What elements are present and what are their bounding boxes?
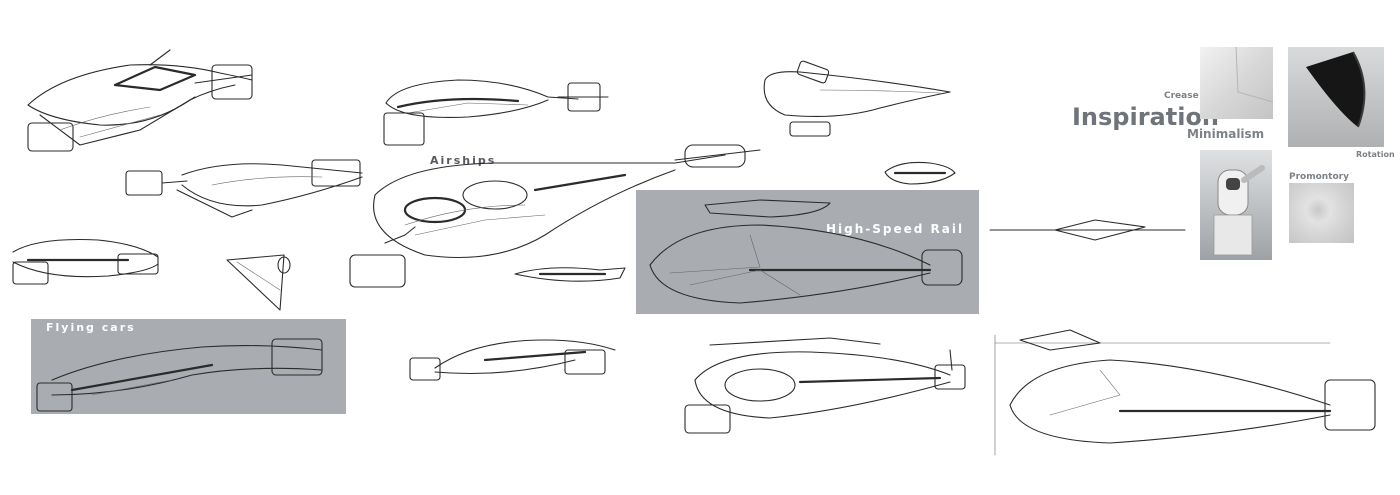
vehicle-sketch-top-left	[27, 49, 253, 152]
vehicle-sketch-bottom-right	[994, 329, 1376, 456]
vehicle-sketch-high-speed-rail	[649, 199, 963, 304]
vehicle-sketch-left-third-row	[12, 238, 159, 285]
vehicle-sketch-left-second-row	[125, 159, 363, 218]
vehicle-sketch-fin	[226, 254, 291, 311]
vehicle-sketch-needle	[989, 219, 1186, 241]
high-speed-rail-panel	[636, 190, 979, 314]
vehicle-sketch-top-middle	[383, 79, 609, 146]
vehicle-sketch-top-right	[763, 60, 951, 137]
inspiration-word-rotation: Rotation	[1356, 150, 1395, 159]
hollow-object-image	[1200, 150, 1272, 260]
vehicle-sketch-bottom-center	[684, 337, 966, 434]
vehicle-sketch-central-airship	[349, 144, 761, 288]
vehicle-sketch-flying-car	[36, 338, 323, 412]
inspiration-word-crease: Crease	[1164, 91, 1199, 101]
inspiration-title: Inspiration	[1072, 103, 1220, 131]
high-speed-rail-label: High-Speed Rail	[826, 222, 965, 236]
crease-image	[1200, 47, 1273, 119]
inspiration-word-promontory: Promontory	[1289, 172, 1349, 182]
flying-cars-label: Flying cars	[46, 321, 136, 334]
vehicle-sketch-small-pod	[884, 161, 956, 185]
promontory-image	[1289, 183, 1354, 243]
vehicle-sketch-small-jet	[514, 267, 626, 282]
vehicle-sketch-bottom-middle	[409, 339, 616, 381]
rotation-image	[1288, 47, 1384, 147]
inspiration-word-minimalism: Minimalism	[1187, 127, 1265, 141]
flying-cars-panel	[31, 319, 346, 414]
